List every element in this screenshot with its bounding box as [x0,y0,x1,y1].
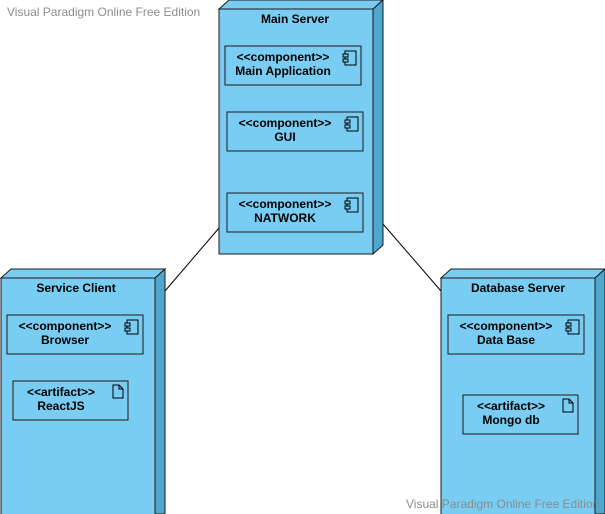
component-name: NATWORK [254,211,316,225]
stereotype-label: <<artifact>> [27,385,95,399]
node-title: Database Server [471,281,565,295]
stereotype-label: <<component>> [19,319,112,333]
artifact-name: Mongo db [482,413,539,427]
component-icon [344,197,359,213]
stereotype-label: <<component>> [239,116,332,130]
component-icon [344,116,359,132]
component-icon [565,319,580,335]
node-main-server[interactable]: Main Server <<component>> Main Applicati… [217,0,384,256]
component-natwork[interactable]: <<component>> NATWORK [226,192,364,233]
component-data-base[interactable]: <<component>> Data Base [447,314,585,355]
node-title: Service Client [36,281,115,295]
watermark-top: Visual Paradigm Online Free Edition [7,5,201,19]
component-gui[interactable]: <<component>> GUI [226,111,364,152]
stereotype-label: <<component>> [239,197,332,211]
artifact-reactjs[interactable]: <<artifact>> ReactJS [12,380,129,421]
component-main-application[interactable]: <<component>> Main Application [224,45,362,86]
stereotype-label: <<component>> [460,319,553,333]
stereotype-label: <<artifact>> [477,399,545,413]
artifact-mongo-db[interactable]: <<artifact>> Mongo db [462,394,579,435]
component-name: Browser [41,333,89,347]
component-browser[interactable]: <<component>> Browser [6,314,144,355]
artifact-icon [112,384,124,399]
component-name: GUI [274,130,295,144]
component-name: Main Application [235,64,331,78]
watermark-bottom: Visual Paradigm Online Free Edition [406,497,600,511]
connector-main-database[interactable] [382,223,442,292]
stereotype-label: <<component>> [237,50,330,64]
node-service-client[interactable]: Service Client <<component>> Browser <<a… [0,267,167,514]
connector-main-client[interactable] [164,227,220,292]
node-database-server[interactable]: Database Server <<component>> Data Base … [439,268,605,514]
component-icon [342,50,357,66]
component-name: Data Base [477,333,535,347]
artifact-icon [562,398,574,413]
component-icon [124,319,139,335]
artifact-name: ReactJS [37,399,84,413]
node-title: Main Server [261,12,329,26]
